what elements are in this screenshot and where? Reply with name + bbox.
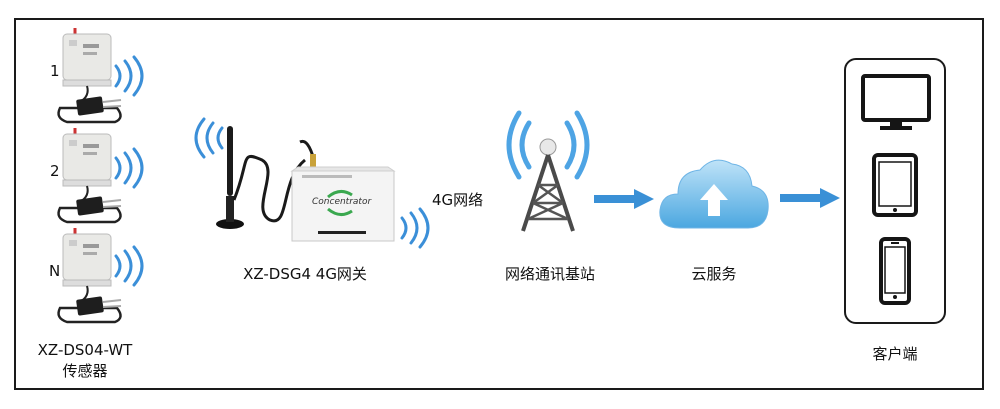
gateway-device-text: Concentrator — [312, 197, 372, 207]
network-link-label: 4G网络 — [432, 191, 484, 209]
gateway-device-icon — [290, 166, 396, 242]
sensor-index-label: 1 — [50, 62, 60, 80]
smartphone-icon — [879, 237, 911, 305]
tablet-icon — [872, 153, 918, 217]
cloud-caption: 云服务 — [691, 265, 737, 283]
sensor-device-icon — [57, 128, 122, 224]
base-station-caption: 网络通讯基站 — [504, 265, 595, 283]
antenna-icon — [216, 126, 316, 229]
arrow-right-icon — [594, 189, 654, 209]
arrow-right-icon — [780, 188, 840, 208]
wireless-signal-icon — [114, 147, 144, 189]
monitor-icon — [861, 74, 931, 130]
sensor-device-icon — [57, 228, 122, 324]
sensor-index-label: 2 — [50, 162, 60, 180]
clients-caption: 客户端 — [872, 345, 918, 363]
base-station-tower-icon — [506, 110, 590, 232]
sensor-index-label: N — [49, 262, 61, 280]
sensor-caption-type: 传感器 — [62, 362, 108, 380]
gateway-caption: XZ-DSG4 4G网关 — [243, 265, 367, 283]
wireless-signal-icon — [114, 55, 144, 97]
sensor-caption-model: XZ-DS04-WT — [37, 341, 133, 359]
sensor-device-icon — [57, 28, 122, 124]
cloud-upload-icon — [659, 159, 769, 229]
wireless-signal-icon — [114, 245, 144, 287]
wireless-signal-icon — [400, 207, 430, 249]
wireless-signal-icon — [194, 117, 224, 159]
